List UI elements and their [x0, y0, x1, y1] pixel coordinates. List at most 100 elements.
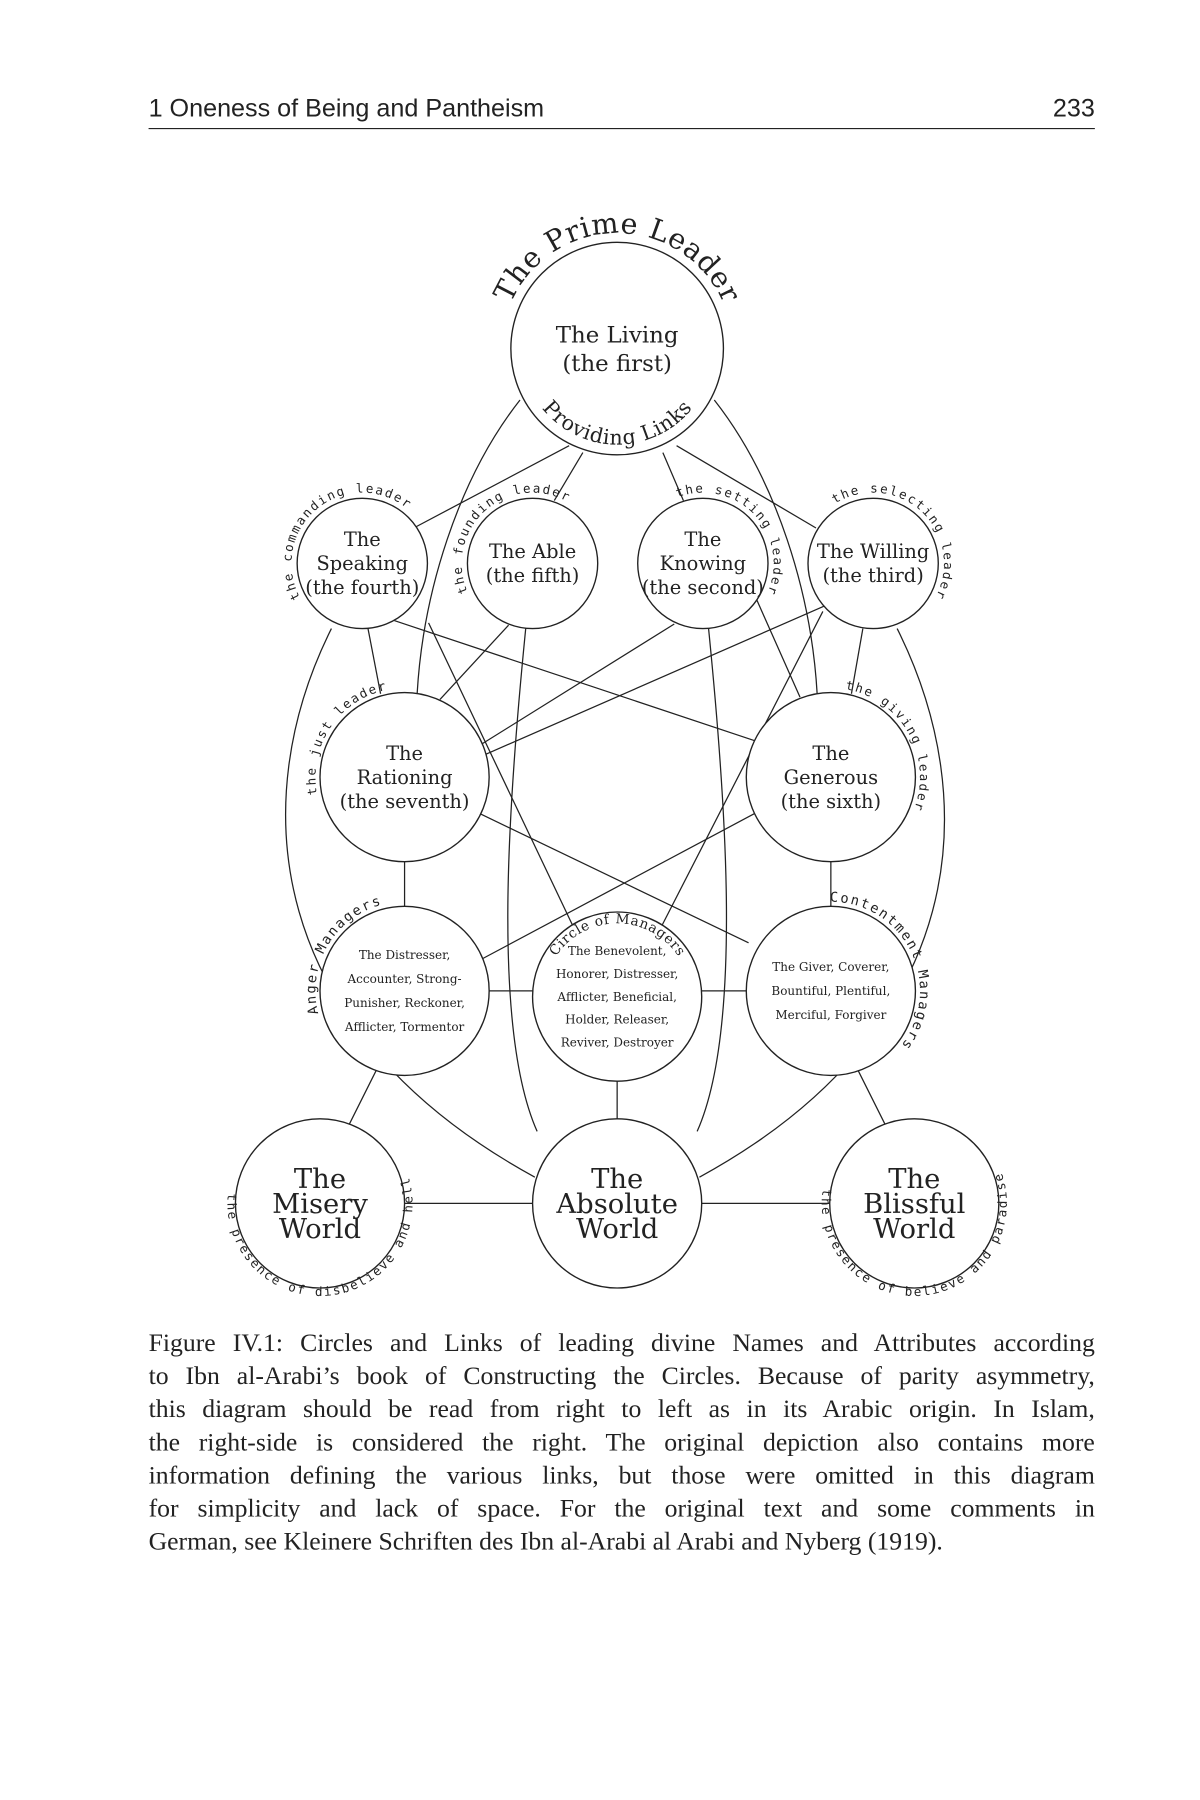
label-contentment: The Giver, Coverer,Bountiful, Plentiful,… [771, 960, 890, 1022]
arc-label-glyph: s [331, 1282, 341, 1298]
label-line: Afflicter, Tormentor [344, 1020, 465, 1034]
circle-generous [745, 691, 917, 863]
arc-label-glyph: h [303, 777, 318, 785]
link-line [713, 399, 818, 694]
arc-label-glyph: l [399, 1186, 415, 1196]
label-line: The Living [556, 322, 679, 348]
arc-label-glyph: a [941, 562, 956, 570]
label-line: (the fourth) [305, 576, 419, 599]
label-line: World [576, 1214, 658, 1245]
arc-label-glyph: d [397, 1221, 413, 1232]
caption-line: the right-side is considered the right. … [148, 1427, 1095, 1456]
circle-speaking [296, 497, 429, 630]
arc-label-glyph: d [770, 567, 786, 576]
arc-label-glyph: e [849, 482, 860, 498]
arc-label-glyph: o [280, 543, 296, 554]
label-line: Honorer, Distresser, [556, 967, 678, 981]
arc-label-glyph: e [768, 576, 784, 587]
arc-label-glyph: l [938, 541, 954, 552]
label-line: Accounter, Strong- [347, 972, 462, 986]
arc-label-glyph: d [588, 422, 606, 448]
arc-label-glyph: r [992, 1216, 1008, 1227]
arc-label-glyph: r [376, 678, 387, 695]
arc-label-glyph: d [916, 783, 932, 792]
arc-label-glyph: t [845, 677, 855, 693]
arc-label-glyph: l [922, 1283, 932, 1299]
arc-label-glyph: p [822, 1223, 839, 1235]
link-line [428, 622, 578, 936]
link-line [656, 611, 824, 936]
label-line: Knowing [660, 552, 746, 575]
arc-label-glyph: s [714, 482, 725, 498]
link-line [413, 445, 570, 529]
link-line [753, 594, 801, 698]
circle-managers [531, 911, 703, 1082]
arc-label-glyph: e [619, 206, 639, 241]
page-number: 233 [1052, 93, 1095, 123]
arc-label-glyph: j [306, 747, 322, 758]
label-line: (the fifth) [486, 564, 580, 587]
arc-label-glyph: a [532, 480, 540, 495]
arc-label-glyph: o [839, 890, 850, 907]
label-line: The Giver, Coverer, [772, 960, 889, 974]
circle-willing [807, 497, 939, 630]
arc-label-glyph: t [819, 1188, 835, 1197]
arc-label-glyph: a [990, 1225, 1007, 1237]
arc-label-glyph: l [767, 536, 784, 548]
label-living: The Living(the first) [556, 322, 679, 377]
arc-label-glyph: f [296, 1281, 307, 1297]
label-line: (the sixth) [781, 790, 882, 813]
arc-label-glyph: h [684, 481, 694, 497]
label-anger: The Distresser, Accounter, Strong- Punishe… [344, 948, 465, 1034]
arc-label-glyph: t [224, 1193, 239, 1202]
label-line: The [812, 742, 849, 765]
link-line [856, 1068, 887, 1126]
arc-label-glyph: f [603, 912, 611, 929]
label-line: Generous [784, 766, 878, 789]
link-line [416, 399, 521, 694]
arc-label-glyph: e [990, 1172, 1007, 1184]
arc-label-glyph: o [452, 535, 469, 547]
circle-knowing [637, 497, 769, 630]
arc-label-glyph: l [572, 922, 584, 938]
label-line: The [888, 1164, 940, 1195]
label-line: Punisher, Reckoner, [344, 996, 465, 1010]
label-line: (the third) [822, 564, 923, 587]
label-line: The Benevolent, [568, 944, 667, 958]
circle-rationing [319, 691, 490, 863]
arc-label-glyph: f [885, 1280, 896, 1296]
arc-label-glyph: a [914, 1000, 931, 1011]
label-line: The Distresser, [359, 948, 450, 962]
arc-label-glyph: M [914, 969, 931, 980]
label-line: Reviver, Destroyer [561, 1035, 674, 1049]
arc-label-glyph: A [305, 1005, 322, 1016]
arc-label-glyph: C [830, 890, 839, 906]
label-line: The [591, 1164, 643, 1195]
link-line [850, 628, 864, 694]
caption-line: information defining the various links, … [148, 1460, 1095, 1490]
label-line: (the seventh) [340, 790, 470, 813]
arc-label-glyph: l [397, 1177, 413, 1188]
arc-label-glyph: h [224, 1202, 239, 1210]
label-managers: The Benevolent,Honorer, Distresser,Affli… [556, 944, 678, 1049]
link-line [662, 452, 685, 501]
link-line [485, 605, 826, 755]
arc-label-glyph: t [673, 484, 685, 501]
arc-label-glyph: r [933, 588, 950, 602]
arc-label-glyph: n [609, 425, 623, 449]
arc-label-glyph: r [305, 963, 323, 975]
arc-label-glyph: a [916, 980, 933, 989]
arc-label-glyph: e [819, 1206, 835, 1215]
link-line [394, 619, 755, 742]
arc-label-glyph: n [849, 892, 861, 910]
arc-label-glyph: g [912, 1010, 930, 1022]
arc-label-glyph: b [904, 1284, 913, 1299]
arc-label-glyph: i [930, 1281, 941, 1297]
